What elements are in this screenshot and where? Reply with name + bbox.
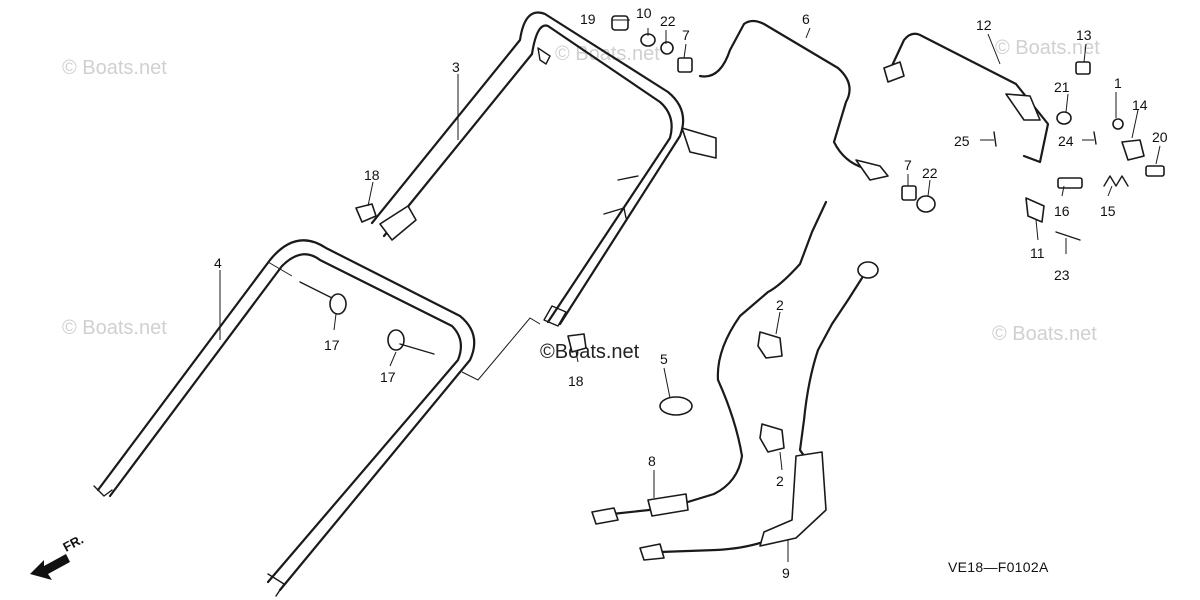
hardware-part-15 [1103,175,1129,187]
watermark-top-left: © Boats.net [62,57,167,79]
hardware-part-19 [611,15,629,31]
callout-2-lower: 2 [776,473,784,489]
clip-part-2-lower [759,423,785,453]
diagram-code: VE18—F0102A [948,559,1049,575]
callout-16: 16 [1054,203,1070,219]
bolt-part-17-lower [387,329,435,355]
callout-25: 25 [954,133,970,149]
lower-handle-part-4 [93,239,476,597]
hardware-part-24 [1093,131,1097,145]
hardware-part-22-mid [916,195,936,213]
callout-15: 15 [1100,203,1116,219]
callout-1: 1 [1114,75,1122,91]
callout-8: 8 [648,453,656,469]
callout-5: 5 [660,351,668,367]
clamp-part-5 [659,396,693,416]
watermark-mid-right: © Boats.net [992,323,1097,345]
callout-10: 10 [636,5,652,21]
callout-20: 20 [1152,129,1168,145]
callout-17-upper: 17 [324,337,340,353]
watermark-top-right: © Boats.net [995,37,1100,59]
callout-12: 12 [976,17,992,33]
callout-19: 19 [580,11,596,27]
clip-part-2-upper [757,331,783,359]
callout-11: 11 [1030,245,1045,261]
control-rod-part-6 [698,19,889,181]
callout-18-lower: 18 [568,373,584,389]
hardware-part-25 [993,131,997,147]
callout-3: 3 [452,59,460,75]
cable-part-8 [591,200,828,525]
upper-handle-part-3 [370,11,717,327]
hardware-part-21 [1056,111,1072,125]
callout-9: 9 [782,565,790,581]
hardware-part-20 [1145,165,1165,177]
bolt-part-17-upper [299,281,347,315]
hardware-part-22-top [660,41,674,55]
hardware-part-13 [1075,61,1091,75]
nut-part-18-upper [355,203,377,223]
nut-part-18-lower [567,333,587,353]
lever-part-12 [883,32,1050,164]
hardware-part-11 [1025,197,1045,223]
callout-7-top: 7 [682,27,690,43]
callout-22-mid: 22 [922,165,938,181]
callout-7-mid: 7 [904,157,912,173]
callout-18-upper: 18 [364,167,380,183]
callout-22-top: 22 [660,13,676,29]
callout-2-upper: 2 [776,297,784,313]
callout-6: 6 [802,11,810,27]
hardware-part-7-mid [901,185,917,201]
callout-23: 23 [1054,267,1070,283]
front-direction-label: FR. [60,532,86,555]
watermark-mid-left: © Boats.net [62,317,167,339]
cable-part-9 [639,261,879,561]
callout-21: 21 [1054,79,1070,95]
hardware-part-16 [1057,177,1083,189]
callout-14: 14 [1132,97,1148,113]
front-direction-arrow-icon [30,554,70,580]
callout-24: 24 [1058,133,1074,149]
hardware-part-14 [1121,139,1145,161]
hardware-part-23 [1055,231,1081,241]
callout-13: 13 [1076,27,1092,43]
hardware-part-7-top [677,57,693,73]
hardware-part-1 [1112,118,1124,130]
watermark-center: ©Boats.net [540,341,640,363]
callout-17-lower: 17 [380,369,396,385]
callout-4: 4 [214,255,222,271]
